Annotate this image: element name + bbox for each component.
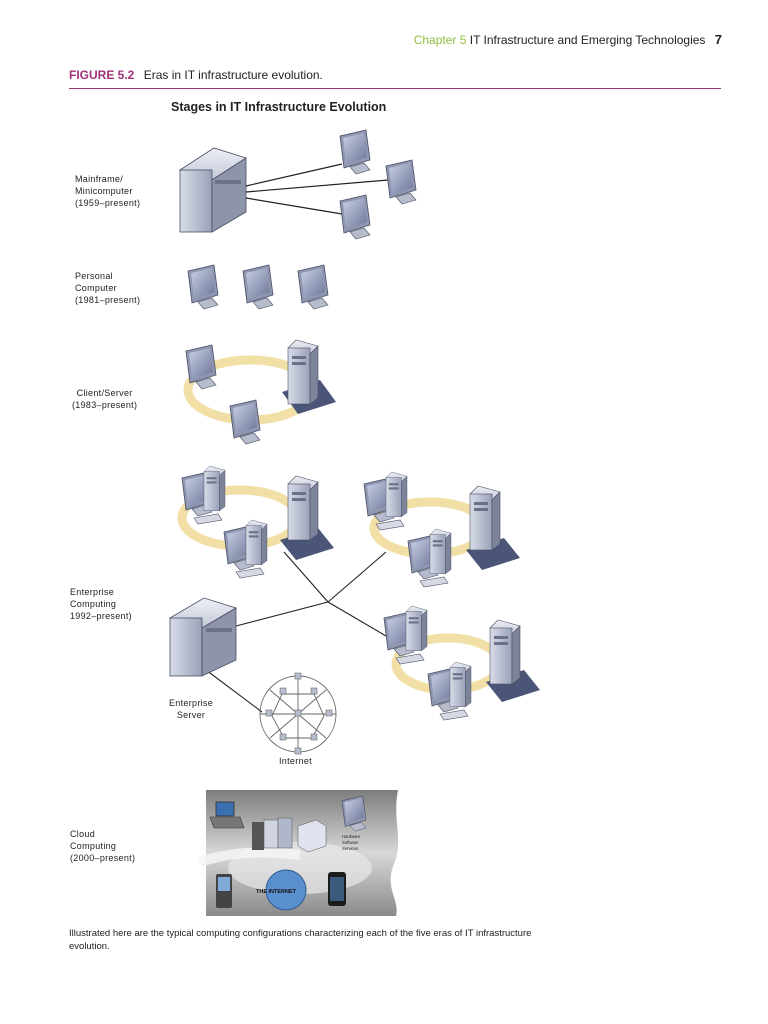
figure-title: Eras in IT infrastructure evolution.: [143, 68, 323, 82]
client-icon-2: [229, 399, 261, 445]
diagram-title: Stages in IT Infrastructure Evolution: [171, 100, 387, 114]
workstation-icon-5: [384, 606, 427, 664]
internet-globe-icon: [259, 672, 337, 755]
desktop-monitor-icon: [341, 795, 367, 832]
cloud-services-label-3: Services: [342, 846, 358, 851]
workstation-icon-6: [428, 662, 471, 720]
page-number: 7: [714, 32, 722, 47]
workstation-icon-2: [224, 520, 267, 578]
pc-icon-2: [242, 264, 274, 310]
terminal-icon-3: [339, 194, 371, 240]
workstation-icon-1: [182, 466, 225, 524]
workstation-icon-3: [364, 472, 407, 530]
server-icon: [287, 339, 319, 405]
lan-server-icon-2: [469, 485, 501, 551]
internet-label: Internet: [279, 756, 312, 766]
figure-heading: FIGURE 5.2 Eras in IT infrastructure evo…: [69, 68, 323, 82]
cloud-internet-label: THE INTERNET: [256, 889, 297, 895]
client-icon-1: [185, 344, 217, 390]
mainframe-icon: [179, 147, 247, 233]
figure-number: FIGURE 5.2: [69, 68, 135, 82]
terminal-icon-1: [339, 129, 371, 175]
chapter-title: IT Infrastructure and Emerging Technolog…: [469, 33, 706, 47]
mainframe-links: [245, 163, 389, 215]
workstation-icon-4: [408, 529, 451, 587]
chapter-label: Chapter 5: [413, 33, 467, 47]
terminal-icon-2: [385, 159, 417, 205]
lan-server-icon-3: [489, 619, 521, 685]
lan-server-icon-1: [287, 475, 319, 541]
running-header: Chapter 5 IT Infrastructure and Emerging…: [414, 32, 722, 47]
enterprise-server-icon: [169, 597, 237, 677]
globe-icon: [265, 869, 307, 911]
cloud-services-label-1: Hardware: [342, 834, 361, 839]
cloud-computing-panel: THE INTERNET Hardware Software Services: [198, 790, 399, 916]
heading-rule: [69, 88, 721, 89]
handheld-device-icon: [216, 874, 232, 908]
era-label-client-server: Client/Server(1983–present): [72, 388, 138, 410]
era-label-mainframe: Mainframe/Minicomputer(1959–present): [75, 174, 141, 208]
enterprise-links: [205, 551, 387, 713]
laptop-icon: [209, 801, 245, 829]
pc-icon-3: [297, 264, 329, 310]
smartphone-icon: [328, 872, 346, 906]
pc-icon-1: [187, 264, 219, 310]
cloud-servers-icon: [252, 817, 327, 853]
cloud-services-label-2: Software: [342, 840, 359, 845]
figure-caption: Illustrated here are the typical computi…: [69, 928, 532, 952]
